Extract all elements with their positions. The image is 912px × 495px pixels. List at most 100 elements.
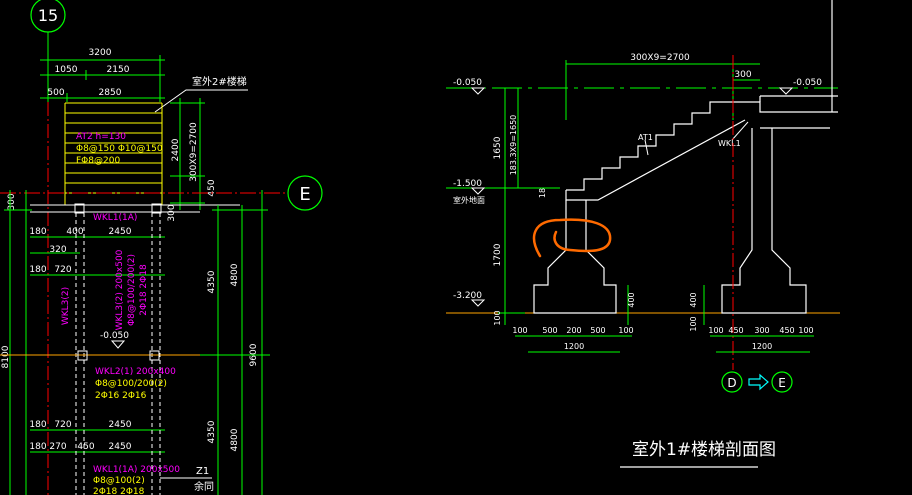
axis-bubble-e xyxy=(287,175,323,211)
plan-left-dimensions xyxy=(4,190,32,495)
beam-wkl1b-2: Φ8@100(2) xyxy=(93,476,145,486)
dim-180-d: 180 xyxy=(29,442,46,452)
wkl1-leader xyxy=(731,121,749,141)
axis-arrow-icon xyxy=(748,373,769,391)
beam-wkl3-1: WKL3(2) 200x500 xyxy=(115,249,125,330)
dim-total-top: 3200 xyxy=(89,48,112,58)
footing-left-0: 100 xyxy=(512,326,527,335)
dim-4800-a: 4800 xyxy=(230,263,240,286)
footing-left-total: 1200 xyxy=(564,342,584,351)
section-top-dimensions xyxy=(565,60,760,120)
footing-right-1: 450 xyxy=(728,326,743,335)
dim-8100: 8100 xyxy=(1,345,11,368)
dim-2450-a: 2450 xyxy=(109,227,132,237)
axis-letter-e: E xyxy=(299,184,310,205)
left-pier xyxy=(533,200,617,314)
dim-v-3: 450 xyxy=(207,179,217,196)
dim-small-2: 2850 xyxy=(99,88,122,98)
elev-bottom: -3.200 xyxy=(453,291,482,301)
footing-left-1: 500 xyxy=(542,326,557,335)
beam-wkl3-2: Φ8@100/200(2) xyxy=(127,254,137,326)
section-left-dimensions xyxy=(498,88,525,325)
elev-top-right: -0.050 xyxy=(793,78,822,88)
label-wkl1: WKL1 xyxy=(718,139,741,148)
stair-steps xyxy=(566,101,733,191)
dim-left-1: 1050 xyxy=(55,65,78,75)
dim-v-steps: 183.3X9=1650 xyxy=(509,115,518,176)
dim-270: 270 xyxy=(49,442,66,452)
dim-4350: 4350 xyxy=(207,270,217,293)
plan-right-dimensions xyxy=(170,98,205,210)
stair-section: 300X9=2700 300 -0.050 -0.050 -1.500 室外地面… xyxy=(446,0,840,468)
dim-v-2: 300X9=2700 xyxy=(189,122,199,182)
footing-left-3: 500 xyxy=(590,326,605,335)
dim-v-4: 300 xyxy=(167,204,177,221)
dim-v-400-r: 400 xyxy=(689,292,698,307)
section-footing-dims xyxy=(515,335,814,353)
top-landing xyxy=(733,0,838,129)
beam-wkl1: WKL1(1A) xyxy=(93,213,137,223)
plan-col-mid-r xyxy=(149,350,160,361)
elev-mark-bottom xyxy=(470,299,486,307)
stair-note: 室外2#楼梯 xyxy=(192,75,247,88)
section-title: 室外1#楼梯剖面图 xyxy=(632,440,776,460)
beam-wkl3-left: WKL3(2) xyxy=(61,287,71,325)
slab-label-3: FΦ8@200 xyxy=(76,156,120,166)
axis-e-label: E xyxy=(778,376,786,390)
dim-2450-b: 2450 xyxy=(109,420,132,430)
footing-left-4: 100 xyxy=(618,326,633,335)
dim-4350-b: 4350 xyxy=(207,420,217,443)
elev-mark-top-right xyxy=(778,87,794,95)
beam-wkl1b-1: WKL1(1A) 200x500 xyxy=(93,465,180,475)
plan-long-dimensions xyxy=(212,190,268,495)
footing-right-0: 100 xyxy=(708,326,723,335)
elev-mark-top-left xyxy=(470,87,486,95)
elev-mark-mid xyxy=(470,187,486,195)
section-dim-300: 300 xyxy=(734,70,751,80)
beam-wkl3-3: 2Φ18 2Φ18 xyxy=(139,264,149,316)
dim-small-1: 500 xyxy=(47,88,64,98)
dim-v-100: 100 xyxy=(493,310,502,325)
dim-18: 18 xyxy=(538,188,547,198)
dim-v-1650: 1650 xyxy=(493,136,503,159)
footing-left-2: 200 xyxy=(566,326,581,335)
plan-row-dimensions xyxy=(30,236,165,453)
slab-label-1: AT2 h=130 xyxy=(76,132,126,142)
hand-annotation-mark xyxy=(532,218,612,258)
elev-plan: -0.050 xyxy=(100,331,129,341)
axis-d-label: D xyxy=(727,376,736,390)
dim-v-1700: 1700 xyxy=(493,243,503,266)
dim-720-b: 720 xyxy=(54,420,71,430)
plan-hidden-beams xyxy=(75,213,161,495)
dim-180-b: 180 xyxy=(29,265,46,275)
beam-wkl1b-3: 2Φ18 2Φ18 xyxy=(93,487,145,495)
section-footing-vdims xyxy=(627,285,705,325)
section-dim-top: 300X9=2700 xyxy=(630,53,690,63)
dim-2450-c: 2450 xyxy=(109,442,132,452)
footing-right-total: 1200 xyxy=(752,342,772,351)
dim-180-c: 180 xyxy=(29,420,46,430)
beam-wkl2-3: 2Φ16 2Φ16 xyxy=(95,391,147,401)
dim-v-100-r: 100 xyxy=(689,316,698,331)
right-pier xyxy=(721,128,807,314)
dim-left-300: 300 xyxy=(7,193,17,210)
elev-mark-plan xyxy=(110,340,126,349)
dim-4800-b: 4800 xyxy=(230,428,240,451)
dim-320: 320 xyxy=(49,245,66,255)
dim-180-a: 180 xyxy=(29,227,46,237)
col-z1: Z1 xyxy=(196,466,209,477)
dim-9600: 9600 xyxy=(249,343,259,366)
slab-label-2: Φ8@150 Φ10@150 xyxy=(76,144,163,154)
axis-bubble-e-section xyxy=(771,371,793,393)
dim-400: 400 xyxy=(66,227,83,237)
beam-wkl2-2: Φ8@100/200(2) xyxy=(95,379,167,389)
plan-col-mid-l xyxy=(77,350,88,361)
stair-plan: 15 3200 1050 2150 500 2850 室外2#楼梯 xyxy=(0,0,323,495)
dim-v-400-l: 400 xyxy=(627,292,636,307)
beam-wkl2-1: WKL2(1) 200x400 xyxy=(95,367,176,377)
axis-bubble-d xyxy=(721,371,743,393)
label-at1: AT1 xyxy=(638,133,653,142)
dim-v-1: 2400 xyxy=(171,138,181,161)
dim-720: 720 xyxy=(54,265,71,275)
